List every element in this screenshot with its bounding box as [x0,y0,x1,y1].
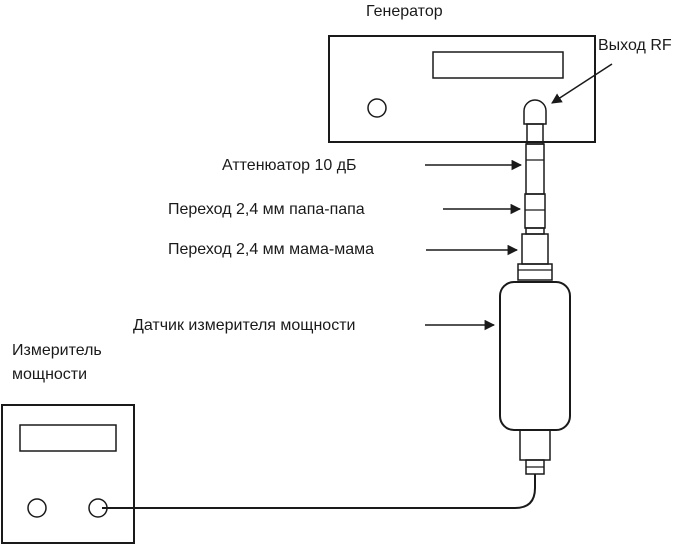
adapter-female-label: Переход 2,4 мм мама-мама [168,241,374,258]
sensor-cable [102,474,536,509]
generator-display [432,51,564,79]
power-meter-display [19,424,117,452]
rf-output-arrow [551,63,613,104]
adapter-female-body [521,233,549,265]
generator-knob [367,98,387,118]
power-meter-knob [27,498,47,518]
rf-output-connector [523,99,547,125]
power-meter-sensor-port [88,498,108,518]
coax-chain [517,123,553,281]
rf-output-label: Выход RF [598,37,672,54]
adapter-male-label: Переход 2,4 мм папа-папа [168,201,365,218]
sensor-coupling [517,263,553,281]
power-sensor [499,281,571,475]
adapter-male-body [524,193,546,229]
attenuator-label: Аттенюатор 10 дБ [222,157,357,174]
generator-label: Генератор [366,3,443,20]
meter-label-line1: Измеритель [12,342,102,359]
generator-body [328,35,596,143]
sensor-label: Датчик измерителя мощности [133,317,355,334]
generator [328,35,596,143]
adapter-female-neck [525,227,545,235]
attenuator-body [525,143,545,195]
power-sensor-body [499,281,571,431]
power-sensor-neck [519,429,551,461]
power-meter-body [1,404,135,544]
meter-label-line2: мощности [12,366,87,383]
power-meter [1,404,135,544]
